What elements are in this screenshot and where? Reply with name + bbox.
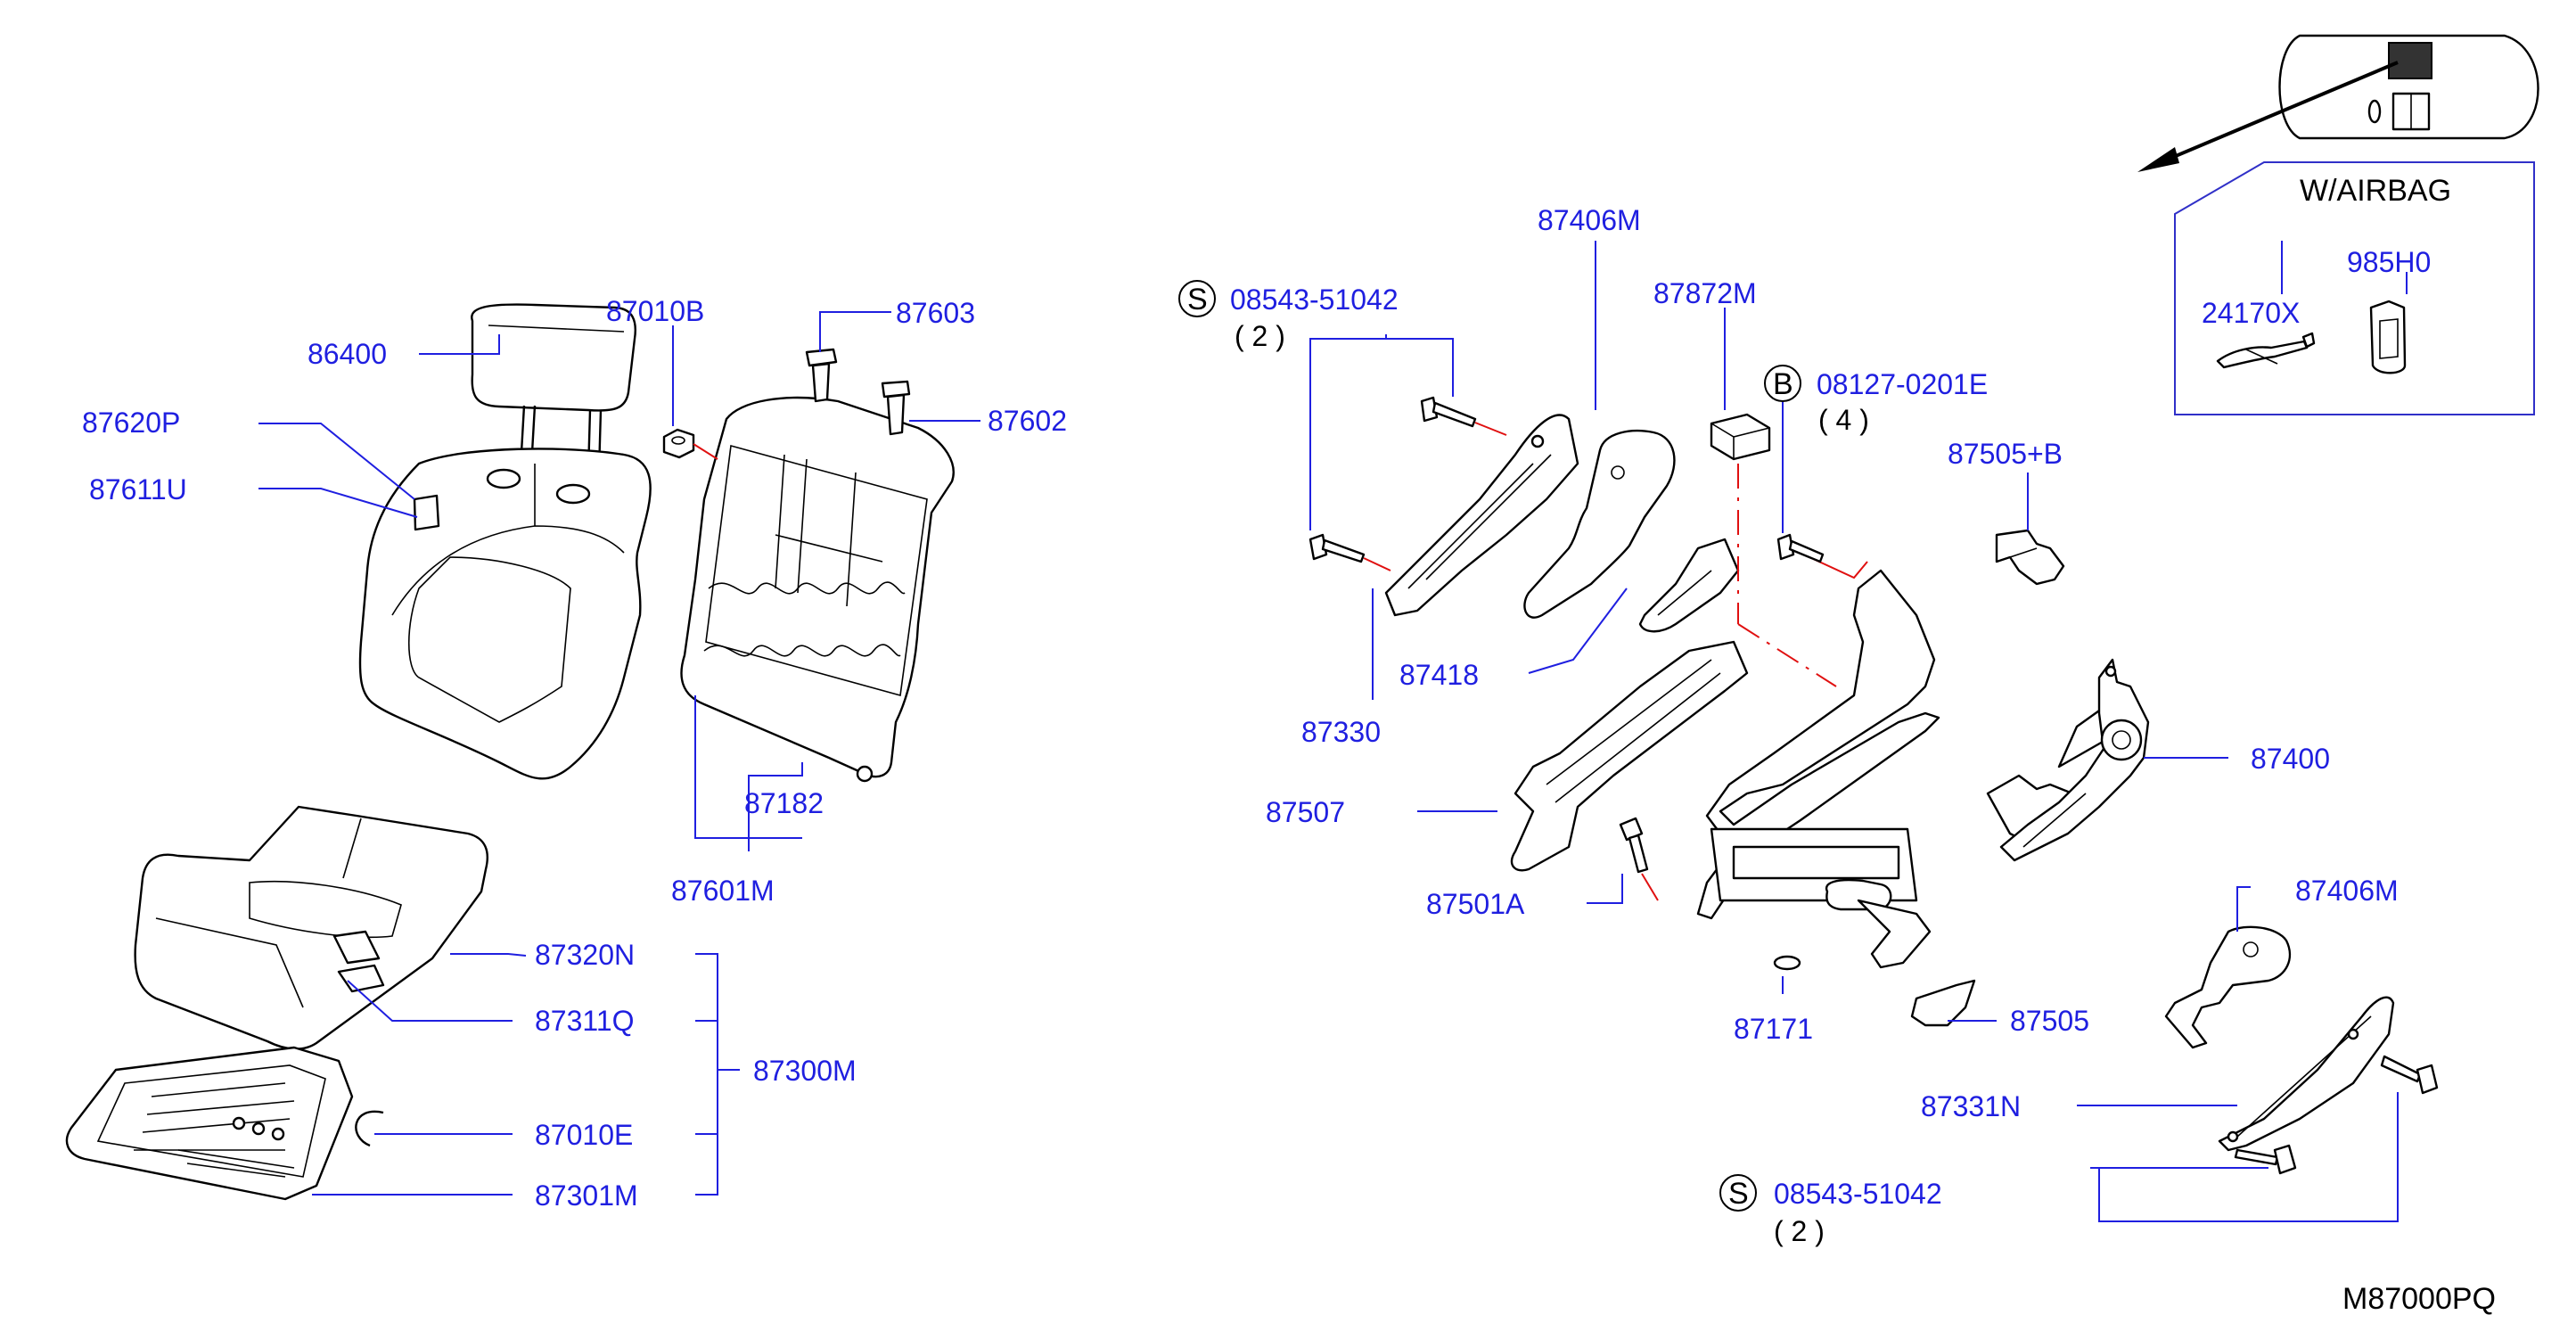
label-87505B: 87505+B [1948, 438, 2063, 470]
label-87602: 87602 [988, 405, 1067, 437]
label-86400: 86400 [308, 338, 387, 370]
clip-87505B [1995, 529, 2065, 586]
trim-87507 [1510, 640, 1749, 872]
plug-87171 [1773, 955, 1801, 971]
seat-back-cushion [358, 448, 652, 780]
headrest [471, 303, 636, 473]
label-87400: 87400 [2251, 743, 2330, 775]
bracket-87331N [2218, 996, 2395, 1152]
seat-cushion [134, 805, 488, 1050]
leader-lines [258, 241, 2408, 1222]
label-87611U: 87611U [89, 473, 187, 505]
symbol-s-top: S [1178, 280, 1216, 317]
pad-87872M [1710, 413, 1771, 461]
cover-87406M-top [1523, 430, 1676, 619]
label-87182: 87182 [744, 787, 824, 819]
locator-inset [2137, 34, 2539, 172]
bolt-08543-top-b [1309, 533, 1391, 571]
bolt-08543-bottom-a [2380, 1055, 2439, 1095]
label-87507: 87507 [1266, 796, 1345, 828]
seat-back-frame [680, 396, 955, 783]
bolt-08543-bottom-b [2234, 1144, 2297, 1175]
bolt-08127 [1776, 533, 1825, 563]
label-87311Q: 87311Q [535, 1005, 635, 1037]
bolt-87501A [1619, 817, 1659, 901]
nut-87010B [662, 428, 718, 460]
centerlines [1737, 464, 1868, 687]
svg-text:S: S [1728, 1177, 1749, 1211]
label-87603: 87603 [896, 297, 975, 329]
seat-cushion-frame [65, 1046, 354, 1201]
cover-87505 [1910, 979, 1976, 1027]
airbag-title: W/AIRBAG [2300, 174, 2451, 208]
label-87010E: 87010E [535, 1119, 633, 1151]
label-87418: 87418 [1399, 659, 1479, 691]
label-87010B: 87010B [606, 295, 704, 327]
bracket-87330 [1384, 414, 1579, 617]
recliner-87400 [1999, 658, 2150, 862]
locator-highlight [2388, 42, 2432, 79]
label-87330: 87330 [1301, 716, 1381, 748]
label-985H0: 985H0 [2347, 246, 2431, 278]
label-08543-top: 08543-51042 [1230, 284, 1399, 316]
label-87501A: 87501A [1426, 888, 1525, 920]
label-87505: 87505 [2010, 1005, 2089, 1037]
qty-08543-top: ( 2 ) [1235, 320, 1285, 352]
svg-text:B: B [1773, 367, 1793, 401]
label-87406M-bottom: 87406M [2295, 875, 2399, 907]
wire-24170X [2216, 332, 2316, 369]
clip-985H0 [2369, 300, 2407, 374]
seat-adjuster-rails [1696, 569, 2137, 969]
label-87331N: 87331N [1921, 1090, 2021, 1122]
diagram-code: M87000PQ [2342, 1282, 2496, 1316]
cover-87418 [1638, 538, 1740, 633]
label-08543-bottom: 08543-51042 [1774, 1178, 1942, 1210]
bolt-08543-top-a [1420, 396, 1507, 436]
qty-08543-bottom: ( 2 ) [1774, 1215, 1825, 1247]
label-87620P: 87620P [82, 407, 180, 439]
guide-87603 [805, 348, 838, 403]
svg-text:S: S [1187, 283, 1208, 316]
guide-87602 [881, 380, 911, 436]
label-08127: 08127-0201E [1817, 368, 1988, 400]
ring-87010E [355, 1110, 384, 1147]
label-87872M: 87872M [1653, 277, 1757, 309]
label-87601M: 87601M [671, 875, 775, 907]
label-24170X: 24170X [2202, 297, 2300, 329]
label-87301M: 87301M [535, 1179, 638, 1212]
label-87171: 87171 [1734, 1013, 1813, 1045]
cover-87406M-bottom [2164, 925, 2292, 1049]
label-87300M: 87300M [753, 1055, 857, 1087]
label-87320N: 87320N [535, 939, 635, 971]
symbol-s-bottom: S [1719, 1174, 1757, 1212]
label-87406M-top: 87406M [1538, 204, 1641, 236]
airbag-box: W/AIRBAG [2174, 161, 2535, 415]
qty-08127: ( 4 ) [1818, 404, 1869, 436]
part-labels: 86400 87620P 87611U 87010B 87603 87602 8… [82, 204, 2496, 1316]
symbol-b: B [1764, 365, 1801, 402]
